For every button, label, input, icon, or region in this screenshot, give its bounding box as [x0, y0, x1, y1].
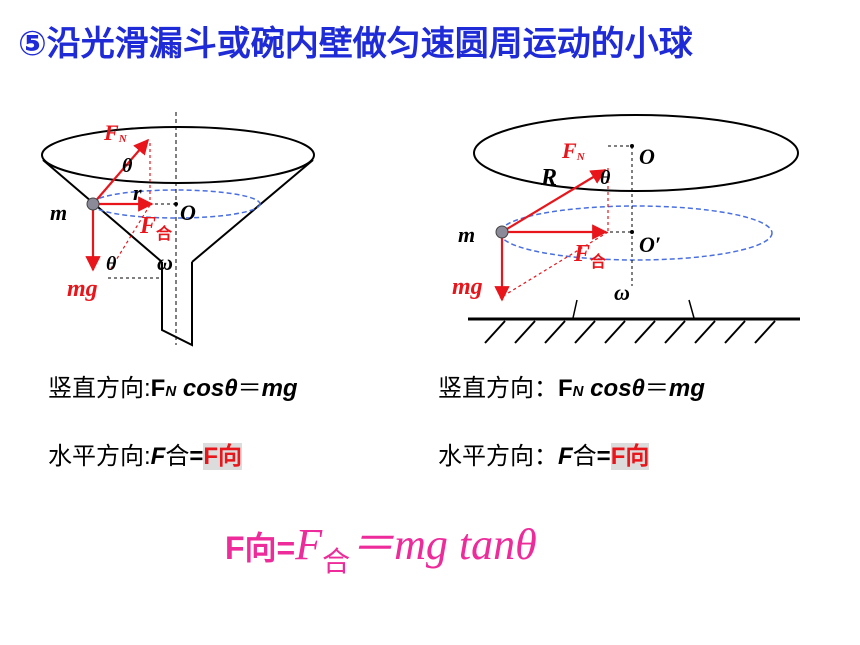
o-label-right: O	[639, 144, 655, 169]
left-vertical-equation: 竖直方向:FN cosθ＝mg	[48, 375, 298, 402]
fn-arrow-left	[92, 138, 150, 205]
theta-right: θ	[600, 167, 611, 189]
funnel-rim	[41, 126, 315, 184]
right-horizontal-equation: 水平方向：F合=F向	[438, 443, 650, 470]
bowl-rim	[473, 114, 799, 192]
slide-title: ⑤沿光滑漏斗或碗内壁做匀速圆周运动的小球	[18, 25, 693, 63]
bowl-orbit	[499, 205, 773, 261]
m-label-left: m	[50, 200, 67, 225]
o-label-left: O	[180, 200, 196, 225]
svg-text:FN: FN	[103, 120, 128, 145]
fn-label-left: F	[103, 120, 119, 145]
f-he-label-left: F	[139, 213, 156, 239]
funnel-spout	[161, 262, 193, 347]
theta-bottom-left: θ	[106, 253, 117, 275]
omega-label-left: ω	[157, 250, 173, 275]
mg-label-left: mg	[67, 276, 98, 302]
svg-text:FN: FN	[561, 138, 586, 163]
f-he-label-right: F	[573, 241, 590, 267]
o-prime-label: O′	[639, 232, 661, 257]
fn-label-right: F	[561, 138, 577, 163]
theta-top-left: θ	[122, 155, 133, 177]
svg-text:F合: F合	[139, 213, 173, 243]
fn-arrow-right	[501, 169, 607, 233]
final-equation: F向=F合＝mg tanθ	[225, 520, 537, 578]
r-label: r	[133, 180, 142, 205]
funnel-orbit	[91, 189, 261, 219]
right-vertical-equation: 竖直方向：FN cosθ＝mg	[438, 375, 705, 402]
left-horizontal-equation: 水平方向:F合=F向	[48, 443, 243, 470]
svg-text:F合: F合	[573, 241, 607, 271]
funnel-diagram: FN θ r O m F合 θ ω mg	[41, 112, 315, 347]
ground-hatching	[468, 299, 800, 344]
m-label-right: m	[458, 222, 475, 247]
funnel-wall-right	[191, 159, 314, 263]
omega-label-right: ω	[614, 280, 630, 305]
ball-left	[86, 197, 100, 211]
R-label: R	[540, 165, 557, 191]
ball-right	[495, 225, 509, 239]
bowl-diagram: FN O R θ m F合 O′ mg ω	[452, 114, 800, 344]
mg-label-right: mg	[452, 274, 483, 300]
